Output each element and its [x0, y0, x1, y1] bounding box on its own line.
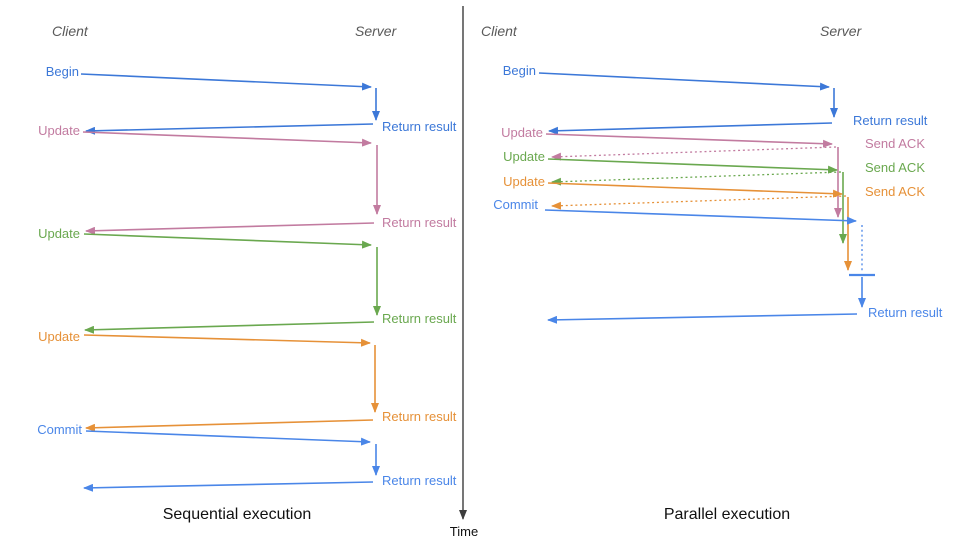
return-result-label: Return result — [382, 215, 457, 230]
update1-return-arrow — [85, 222, 375, 235]
message-label-commit: Commit — [493, 197, 538, 212]
begin-request-arrow — [538, 72, 830, 91]
message-label-update1: Update — [38, 123, 80, 138]
time-axis: Time — [450, 6, 478, 539]
send-ack-label: Send ACK — [865, 184, 925, 199]
message-label-begin: Begin — [503, 63, 536, 78]
send-ack-label: Send ACK — [865, 136, 925, 151]
commit-return-arrow — [83, 481, 374, 492]
return-result-label: Return result — [382, 311, 457, 326]
client-lifeline-label: Client — [52, 23, 89, 39]
parallel-panel: Client Server Begin Return result Update… — [481, 23, 943, 523]
message-label-update3: Update — [503, 174, 545, 189]
return-result-label: Return result — [868, 305, 943, 320]
update3-request-arrow — [83, 334, 371, 347]
message-label-update2: Update — [503, 149, 545, 164]
client-lifeline-label: Client — [481, 23, 518, 39]
message-label-update2: Update — [38, 226, 80, 241]
send-ack-label: Send ACK — [865, 160, 925, 175]
message-label-update1: Update — [501, 125, 543, 140]
commit-request-arrow — [85, 430, 371, 446]
sequential-panel: Client Server Begin Return result Update… — [37, 23, 457, 523]
update1-ack-arrow — [551, 146, 837, 161]
return-result-label: Return result — [853, 113, 928, 128]
update2-return-arrow — [84, 321, 375, 334]
return-result-label: Return result — [382, 409, 457, 424]
begin-return-arrow — [548, 122, 833, 135]
begin-request-arrow — [80, 73, 372, 91]
update1-request-arrow — [545, 133, 833, 148]
panel-title-sequential: Sequential execution — [163, 506, 312, 523]
return-result-label: Return result — [382, 473, 457, 488]
return-result-label: Return result — [382, 119, 457, 134]
update1-request-arrow — [82, 131, 372, 147]
message-label-begin: Begin — [46, 64, 79, 79]
update2-ack-arrow — [551, 171, 842, 186]
commit-return-arrow — [547, 313, 858, 324]
message-label-commit: Commit — [37, 422, 82, 437]
update3-ack-arrow — [551, 195, 847, 210]
update3-return-arrow — [85, 419, 374, 432]
server-lifeline-label: Server — [820, 23, 863, 39]
update3-request-arrow — [547, 182, 843, 198]
begin-return-arrow — [85, 123, 374, 135]
commit-request-arrow — [544, 209, 857, 225]
panel-title-parallel: Parallel execution — [664, 506, 790, 523]
time-axis-label: Time — [450, 524, 478, 539]
update2-request-arrow — [83, 233, 372, 249]
message-label-update3: Update — [38, 329, 80, 344]
update2-request-arrow — [547, 158, 838, 174]
server-lifeline-label: Server — [355, 23, 398, 39]
